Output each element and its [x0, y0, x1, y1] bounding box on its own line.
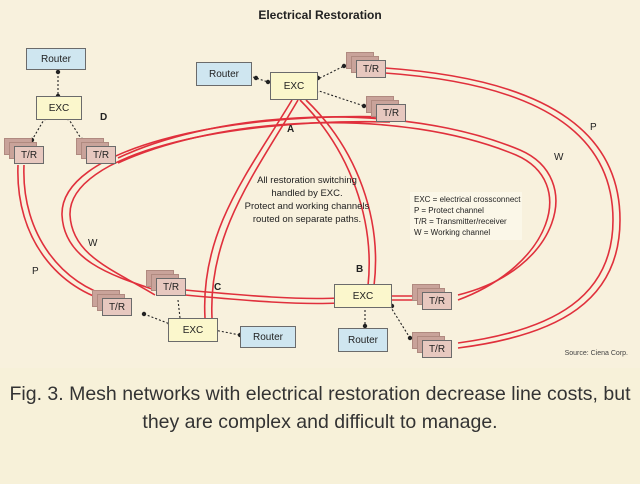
- link-w-left: [61, 115, 391, 291]
- tr-unit-b-bottom: T/R: [412, 332, 452, 358]
- legend: EXC = electrical crossconnect P = Protec…: [410, 192, 522, 240]
- tr-unit-d-right: T/R: [76, 138, 116, 164]
- exc-d: EXC: [36, 96, 82, 120]
- tr-unit-a-bottom: T/R: [366, 96, 406, 122]
- node-label-b: B: [356, 264, 364, 275]
- exc-b: EXC: [334, 284, 392, 308]
- path-label-w-left: W: [88, 238, 98, 249]
- tr-unit-c-left: T/R: [92, 290, 132, 316]
- legend-item-tr: T/R = Transmitter/receiver: [414, 217, 507, 226]
- router-a: Router: [196, 62, 252, 86]
- path-label-p-left: P: [32, 266, 39, 277]
- router-b: Router: [338, 328, 388, 352]
- link-a-c: [203, 99, 293, 319]
- node-label-d: D: [100, 112, 108, 123]
- tr-unit-b-right: T/R: [412, 284, 452, 310]
- legend-item-w: W = Working channel: [414, 228, 491, 237]
- legend-item-p: P = Protect channel: [414, 206, 484, 215]
- exc-a: EXC: [270, 72, 318, 100]
- diagram-panel: Electrical Restoration Router Router Rou…: [4, 8, 628, 358]
- tr-unit-a-top: T/R: [346, 52, 386, 78]
- legend-item-exc: EXC = electrical crossconnect: [414, 195, 521, 204]
- path-label-w-right: W: [554, 152, 564, 163]
- link-p-outer-right: [384, 67, 621, 349]
- network-links: [17, 63, 621, 349]
- link-c-b: [184, 289, 339, 300]
- figure-caption: Fig. 3. Mesh networks with electrical re…: [0, 368, 640, 484]
- link-p-outer-left: [17, 164, 113, 303]
- node-label-c: C: [214, 282, 222, 293]
- path-label-p-right: P: [590, 122, 597, 133]
- router-c: Router: [240, 326, 296, 348]
- tr-unit-c-top: T/R: [146, 270, 186, 296]
- diagram-title: Electrical Restoration: [258, 8, 382, 22]
- node-label-a: A: [287, 124, 295, 135]
- router-d: Router: [26, 48, 86, 70]
- tr-unit-d-left: T/R: [4, 138, 44, 164]
- exc-c: EXC: [168, 318, 218, 342]
- link-a-b: [299, 99, 370, 287]
- restoration-note: All restoration switching handled by EXC…: [244, 175, 370, 225]
- source-credit: Source: Ciena Corp.: [564, 350, 628, 357]
